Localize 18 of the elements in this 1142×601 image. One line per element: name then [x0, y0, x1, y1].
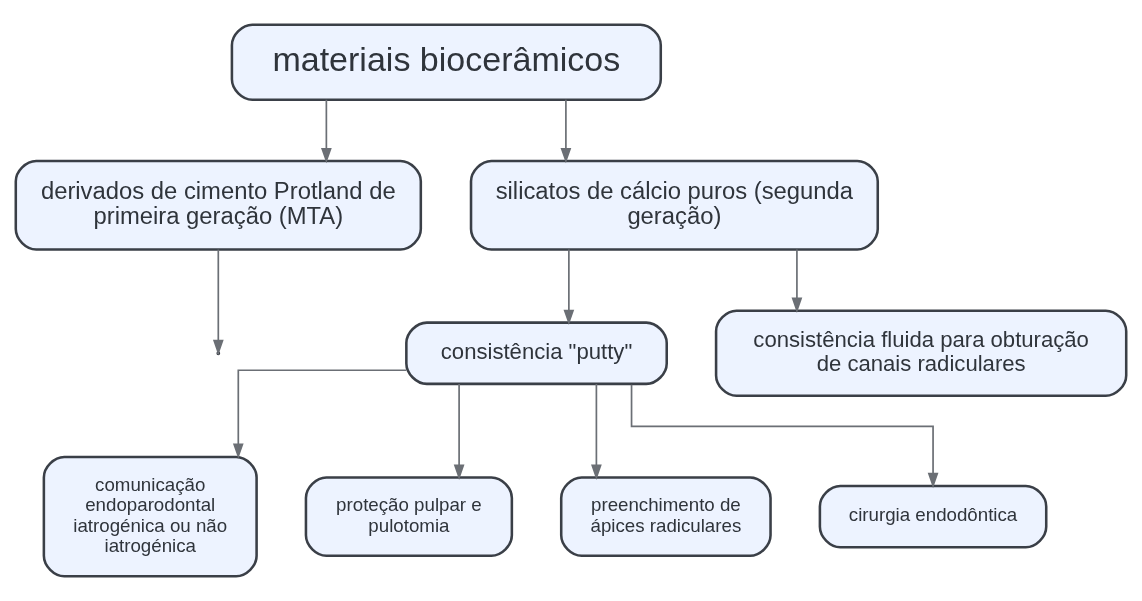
node-box: derivados de cimento Protland de primeira geração (MTA) [14, 159, 423, 251]
arrow [232, 369, 407, 459]
arrow [560, 98, 572, 164]
node-box: consistência "putty" [405, 321, 668, 386]
arrow [563, 248, 575, 326]
arrow [791, 248, 803, 313]
arrow [212, 248, 224, 356]
node-box: cirurgia endodôntica [818, 484, 1048, 549]
node-box: silicatos de cálcio puros (segunda geração) [469, 159, 880, 251]
node-box: consistência fluida para obturação de canais radiculares [714, 309, 1128, 398]
node-box: preenchimento de ápices radiculares [559, 476, 772, 558]
arrow [630, 383, 939, 489]
arrow [591, 383, 602, 480]
node-box: materiais biocerâmicos [230, 23, 663, 101]
node-box: comunicação endoparodontal iatrogénica ou não iatrogénica [42, 455, 258, 578]
node-box: proteção pulpar e pulotomia [304, 476, 514, 558]
arrow [321, 98, 332, 164]
arrow [453, 383, 465, 480]
